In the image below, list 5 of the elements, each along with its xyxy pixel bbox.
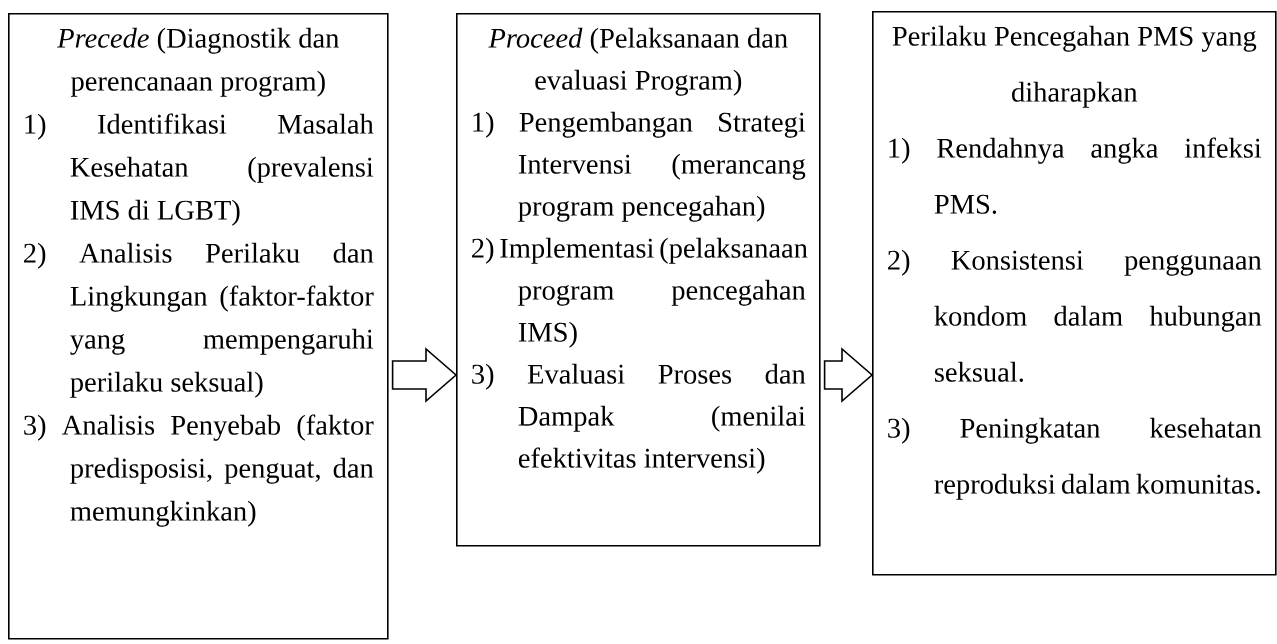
- text-box: Perilaku Pencegahan PMS yang diharapkan 1) Rendahnya angka infeksi PMS. 2) Konsistensi penggunaan kondom dalam hubungan seksual. 3) Peningkatan kesehatan reproduksi dalam komunitas.: [872, 11, 1277, 576]
- text-box: Precede (Diagnostik dan perencanaan program) 1) Identifikasi Masalah Kesehatan (prevalensi IMS di LGBT) 2) Analisis Perilaku dan Lingkungan (faktor-faktor yang mempengaruhi perilaku seksual) 3) Analisis Penyebab (faktor predisposisi, penguat, dan memungkinkan): [8, 13, 389, 640]
- block-arrow: [391, 347, 458, 403]
- block-arrow: [823, 347, 874, 403]
- text-box: Proceed (Pelaksanaan dan evaluasi Program) 1) Pengembangan Strategi Intervensi (merancang program pencegahan) 2) Implementasi (pelaksanaan program pencegahan IMS) 3) Evaluasi Proses dan Dampak (menilai efektivitas intervensi): [456, 13, 821, 547]
